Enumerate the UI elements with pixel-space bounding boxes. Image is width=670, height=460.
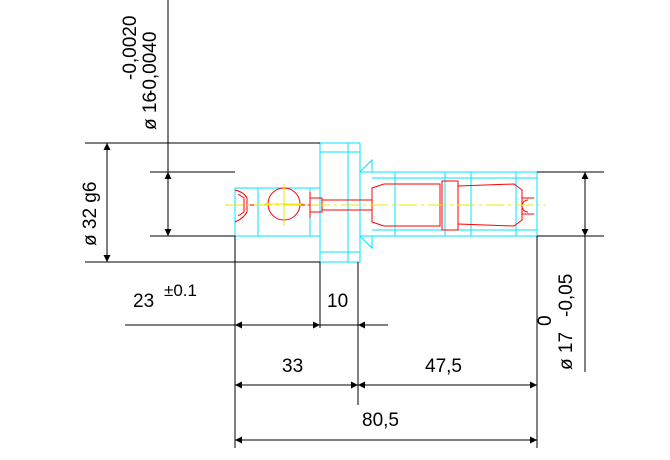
dim-dia-32-label: ø 32 g6 — [80, 182, 101, 246]
dimension-labels: ø 32 g6 ø 16 -0,0020 -0,0040 23 ±0.1 10 … — [80, 16, 577, 431]
dim-23-label: 23 — [133, 291, 154, 312]
part-outline — [234, 142, 538, 263]
dim-80-5-label: 80,5 — [362, 410, 399, 431]
dim-dia-17-tol-lower: -0,05 — [556, 274, 577, 317]
dim-dia-16-tol-upper: -0,0020 — [120, 16, 141, 80]
dim-dia-16-label: ø 16 — [140, 92, 161, 130]
dim-23-tol: ±0.1 — [164, 281, 197, 300]
dim-dia-16-tol-lower: -0,0040 — [140, 32, 161, 96]
dim-dia-17-tol-upper: 0 — [535, 315, 556, 326]
dim-10-label: 10 — [327, 291, 348, 312]
dimension-lines — [85, 0, 604, 448]
dim-dia-17-label: ø 17 — [556, 332, 577, 370]
dim-47-5-label: 47,5 — [425, 356, 462, 377]
dim-33-label: 33 — [282, 356, 303, 377]
centerlines — [225, 184, 545, 226]
